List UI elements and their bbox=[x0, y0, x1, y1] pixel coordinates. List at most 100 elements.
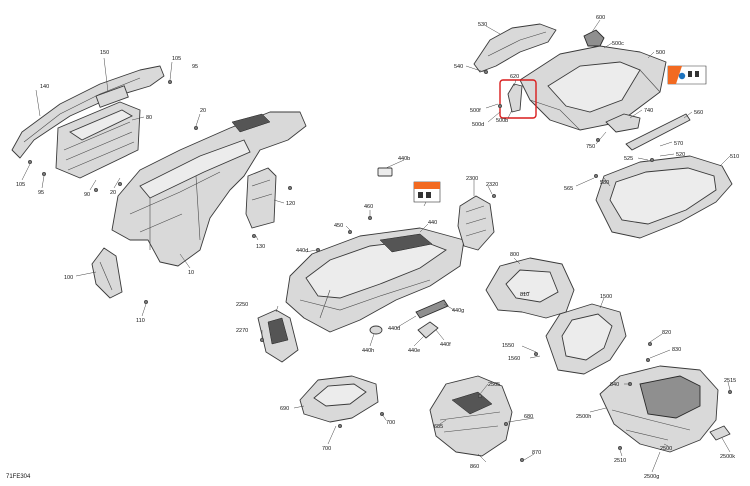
callout-500c: 500c bbox=[612, 41, 624, 47]
callout-140: 140 bbox=[40, 84, 49, 90]
callout-820: 820 bbox=[662, 330, 671, 336]
part-690-storage-bin bbox=[299, 375, 379, 423]
callout-2300: 2300 bbox=[466, 176, 478, 182]
callout-600: 600 bbox=[596, 15, 605, 21]
callout-2500: 2500 bbox=[660, 446, 672, 452]
callout-150: 150 bbox=[100, 50, 109, 56]
callout-2320: 2320 bbox=[486, 182, 498, 188]
part-560-crossbar bbox=[625, 113, 691, 151]
part-440g-strip bbox=[415, 299, 449, 319]
callout-700a: 700 bbox=[386, 420, 395, 426]
callout-580: 580 bbox=[600, 180, 609, 186]
callout-440b: 440b bbox=[398, 156, 410, 162]
part-1500-frame bbox=[545, 303, 627, 375]
callout-500f: 500f bbox=[470, 108, 481, 114]
callout-690: 690 bbox=[280, 406, 289, 412]
callout-840: 840 bbox=[610, 382, 619, 388]
callout-20a: 20 bbox=[200, 108, 206, 114]
figure-id: 71FE304 bbox=[6, 474, 31, 480]
callout-2500g: 2500g bbox=[644, 474, 659, 480]
callout-2505: 2505 bbox=[488, 382, 500, 388]
part-80-duct-assembly bbox=[55, 85, 141, 179]
callout-460: 460 bbox=[364, 204, 373, 210]
callout-620: 620 bbox=[510, 74, 519, 80]
callout-450: 450 bbox=[334, 223, 343, 229]
callout-10: 10 bbox=[188, 270, 194, 276]
callout-510: 510 bbox=[730, 154, 739, 160]
callout-105b: 105 bbox=[16, 182, 25, 188]
callout-680: 680 bbox=[524, 414, 533, 420]
callout-130: 130 bbox=[256, 244, 265, 250]
callout-80: 80 bbox=[146, 115, 152, 121]
part-2300-side-panel bbox=[457, 195, 495, 251]
callout-565: 565 bbox=[564, 186, 573, 192]
part-440b-clip bbox=[377, 167, 393, 177]
part-500-roof-panel bbox=[519, 45, 667, 131]
callout-830: 830 bbox=[672, 347, 681, 353]
callout-740: 740 bbox=[644, 108, 653, 114]
callout-1500: 1500 bbox=[600, 294, 612, 300]
callout-2500k: 2500k bbox=[720, 454, 735, 460]
part-2500-instrument-panel bbox=[599, 365, 719, 453]
callout-2500h: 2500h bbox=[576, 414, 591, 420]
callout-440d: 440d bbox=[296, 248, 308, 254]
callout-750: 750 bbox=[586, 144, 595, 150]
decal-500 bbox=[667, 65, 707, 85]
callout-100: 100 bbox=[64, 275, 73, 281]
callout-1550: 1550 bbox=[502, 343, 514, 349]
callout-530: 530 bbox=[478, 22, 487, 28]
callout-90: 90 bbox=[84, 192, 90, 198]
part-600-clip bbox=[583, 29, 605, 47]
callout-440d-lower: 440d bbox=[388, 326, 400, 332]
callout-440: 440 bbox=[428, 220, 437, 226]
callout-685: 685 bbox=[434, 424, 443, 430]
callout-440g: 440g bbox=[452, 308, 464, 314]
callout-810: 810 bbox=[520, 292, 529, 298]
part-530-front-rail bbox=[473, 23, 557, 73]
part-860-lower-housing bbox=[429, 375, 513, 457]
callout-110: 110 bbox=[136, 318, 145, 324]
callout-570: 570 bbox=[674, 141, 683, 147]
leader-lines bbox=[21, 19, 731, 473]
part-2500k-clip bbox=[709, 425, 731, 441]
callout-525: 525 bbox=[624, 156, 633, 162]
part-510-roof-frame bbox=[595, 155, 733, 239]
part-440h-pad bbox=[369, 325, 383, 335]
callout-500d: 500d bbox=[472, 122, 484, 128]
callout-1560: 1560 bbox=[508, 356, 520, 362]
callout-2270: 2270 bbox=[236, 328, 248, 334]
callout-440f: 440f bbox=[440, 342, 451, 348]
part-440e-cover bbox=[417, 321, 439, 339]
decal-440 bbox=[413, 181, 441, 203]
callout-2510: 2510 bbox=[614, 458, 626, 464]
callout-95b: 95 bbox=[38, 190, 44, 196]
callout-700b: 700 bbox=[322, 446, 331, 452]
callout-440h: 440h bbox=[362, 348, 374, 354]
callout-800: 800 bbox=[510, 252, 519, 258]
callout-440e: 440e bbox=[408, 348, 420, 354]
callout-500b: 500b bbox=[496, 118, 508, 124]
part-620-bracket bbox=[507, 83, 523, 113]
fasteners bbox=[27, 69, 733, 463]
part-2250-panel bbox=[257, 309, 299, 363]
part-740-bracket bbox=[605, 113, 641, 133]
callout-2250: 2250 bbox=[236, 302, 248, 308]
part-100-bracket bbox=[91, 247, 123, 299]
part-140-dash-crossbar bbox=[11, 65, 165, 159]
part-10-dash-frame bbox=[111, 111, 307, 267]
part-120-side-panel bbox=[245, 167, 277, 229]
callout-105a: 105 bbox=[172, 56, 181, 62]
callout-860: 860 bbox=[470, 464, 479, 470]
highlight-box bbox=[499, 79, 537, 119]
callout-870: 870 bbox=[532, 450, 541, 456]
callout-500: 500 bbox=[656, 50, 665, 56]
callout-520: 520 bbox=[676, 152, 685, 158]
callout-560: 560 bbox=[694, 110, 703, 116]
callout-labels: 150 105 95 140 80 20 105 95 90 20 120 13… bbox=[16, 15, 739, 480]
callout-120: 120 bbox=[286, 201, 295, 207]
part-800-console-cover bbox=[485, 257, 575, 319]
callout-95a: 95 bbox=[192, 64, 198, 70]
callout-2515: 2515 bbox=[724, 378, 736, 384]
